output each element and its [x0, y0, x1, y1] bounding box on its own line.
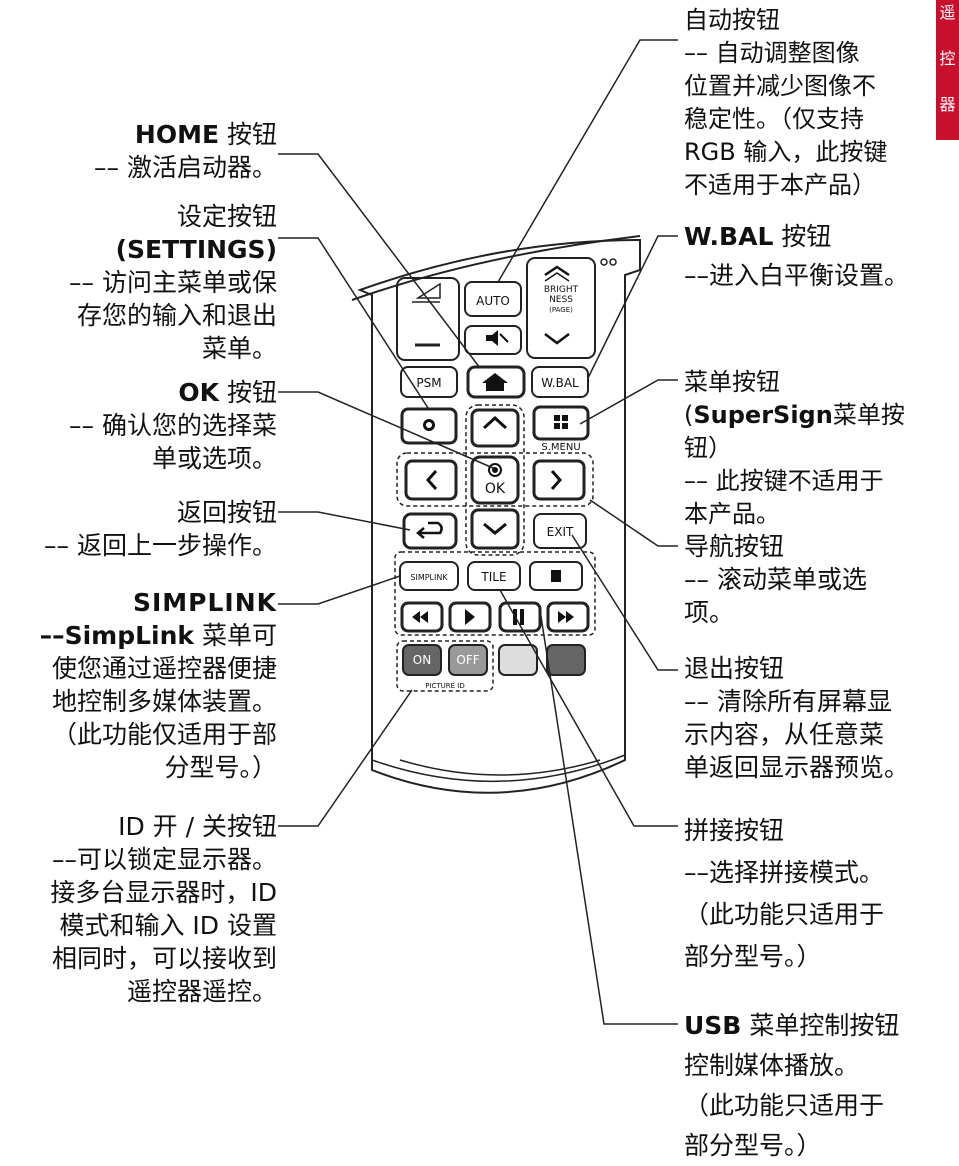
settings-desc: –– 访问主菜单或保: [69, 268, 277, 297]
tile-desc: ––选择拼接模式。: [684, 858, 885, 887]
exit-desc: 示内容，从任意菜: [684, 720, 885, 749]
usb-menu-callout: USB 菜单控制按钮 控制媒体播放。 （此功能只适用于 部分型号。）: [684, 1006, 899, 1166]
ok-desc: –– 确认您的选择菜: [69, 411, 277, 440]
ok-title-suffix: 按钮: [219, 378, 277, 407]
simplink-logo: SIMPLINK: [132, 588, 277, 617]
chapter-tab: 遥 控 器: [936, 0, 959, 140]
nav-desc: –– 滚动菜单或选: [684, 565, 867, 594]
wbal-button[interactable]: W.BAL: [541, 376, 579, 390]
tile-desc: （此功能只适用于: [684, 900, 885, 929]
exit-button-callout: 退出按钮 –– 清除所有屏幕显 示内容，从任意菜 单返回显示器预览。: [684, 652, 909, 784]
usb-desc: （此功能只适用于: [684, 1091, 885, 1120]
settings-desc: 菜单。: [201, 334, 277, 363]
wbal-button-callout: W.BAL 按钮 ––进入白平衡设置。: [684, 220, 909, 292]
auto-title: 自动按钮: [684, 6, 780, 34]
smenu-label: S.MENU: [541, 442, 580, 453]
auto-desc: 不适用于本产品）: [684, 171, 876, 199]
wbal-title: W.BAL: [684, 222, 774, 251]
psm-button[interactable]: PSM: [416, 376, 441, 390]
tile-desc: 部分型号。）: [684, 942, 822, 971]
home-title-suffix: 按钮: [219, 120, 277, 149]
tab-char: 遥: [939, 3, 956, 22]
settings-bold: (SETTINGS): [115, 235, 277, 264]
simplink-desc: 使您通过遥控器便捷: [51, 654, 277, 683]
tab-char: 控: [939, 49, 956, 68]
menu-line2: 钮）: [684, 434, 732, 462]
auto-desc: –– 自动调整图像: [684, 39, 860, 67]
wbal-desc: ––进入白平衡设置。: [684, 261, 910, 290]
menu-paren: (: [684, 401, 694, 429]
menu-desc: –– 此按键不适用于: [684, 467, 884, 495]
settings-desc: 存您的输入和退出: [76, 301, 277, 330]
wbal-title-suffix: 按钮: [773, 222, 832, 251]
nav-title: 导航按钮: [684, 532, 785, 561]
home-button-callout: HOME 按钮 –– 激活启动器。: [94, 118, 277, 184]
picture-id-label: PICTURE ID: [425, 682, 465, 690]
usb-title: USB: [684, 1011, 742, 1040]
ok-title: OK: [178, 378, 220, 407]
menu-button-callout: 菜单按钮 (SuperSign菜单按 钮） –– 此按键不适用于 本产品。: [684, 366, 905, 531]
auto-button[interactable]: AUTO: [476, 294, 510, 308]
home-title: HOME: [134, 120, 220, 149]
simplink-desc: 地控制多媒体装置。: [51, 687, 277, 716]
nav-desc: 项。: [684, 598, 735, 627]
simplink-desc-1: 菜单可: [194, 621, 277, 650]
home-desc: –– 激活启动器。: [94, 153, 277, 182]
ok-button-callout: OK 按钮 –– 确认您的选择菜 单或选项。: [69, 376, 277, 475]
simplink-button[interactable]: SIMPLINK: [410, 573, 448, 582]
back-title: 返回按钮: [176, 498, 277, 527]
usb-desc: 控制媒体播放。: [684, 1051, 860, 1080]
settings-title: 设定按钮: [176, 202, 277, 231]
exit-desc: 单返回显示器预览。: [684, 753, 910, 782]
usb-desc: 部分型号。）: [684, 1131, 822, 1160]
remote-body: [357, 238, 641, 794]
back-button-callout: 返回按钮 –– 返回上一步操作。: [44, 496, 277, 562]
simplink-callout: SIMPLINK ––SimpLink 菜单可 使您通过遥控器便捷 地控制多媒体…: [40, 586, 277, 784]
id-desc: 相同时，可以接收到: [51, 944, 277, 973]
auto-desc: RGB 输入，此按键: [684, 138, 888, 166]
nav-button-callout: 导航按钮 –– 滚动菜单或选 项。: [684, 530, 867, 629]
off-button[interactable]: OFF: [456, 653, 479, 667]
exit-button[interactable]: EXIT: [547, 525, 574, 539]
usb-title-suffix: 菜单控制按钮: [741, 1011, 900, 1040]
tile-button[interactable]: TILE: [480, 570, 506, 584]
auto-desc: 位置并减少图像不: [684, 72, 876, 100]
id-desc: 遥控器遥控。: [126, 977, 277, 1006]
simplink-bold: ––SimpLink: [39, 621, 195, 650]
on-button[interactable]: ON: [413, 653, 431, 667]
menu-line1-post: 菜单按: [832, 401, 905, 429]
menu-bold: SuperSign: [693, 401, 833, 429]
id-desc: ––可以锁定显示器。: [51, 845, 277, 874]
menu-desc: 本产品。: [684, 500, 780, 528]
brightness-label: (PAGE): [549, 306, 573, 314]
menu-title: 菜单按钮: [684, 368, 780, 396]
tile-title: 拼接按钮: [684, 816, 785, 845]
brightness-label: NESS: [549, 295, 573, 305]
brightness-label: BRIGHT: [544, 285, 579, 295]
tab-char: 器: [939, 95, 956, 114]
back-desc: –– 返回上一步操作。: [44, 531, 277, 560]
simplink-desc: （此功能仅适用于部: [51, 720, 277, 749]
auto-button-callout: 自动按钮 –– 自动调整图像 位置并减少图像不 稳定性。（仅支持 RGB 输入，…: [684, 4, 887, 202]
tile-button-callout: 拼接按钮 ––选择拼接模式。 （此功能只适用于 部分型号。）: [684, 810, 884, 978]
ok-desc: 单或选项。: [151, 444, 277, 473]
id-desc: 接多台显示器时，ID: [50, 878, 277, 907]
auto-desc: 稳定性。（仅支持: [684, 105, 864, 133]
settings-button-callout: 设定按钮 (SETTINGS) –– 访问主菜单或保 存您的输入和退出 菜单。: [69, 200, 277, 365]
id-title: ID 开 / 关按钮: [118, 812, 277, 841]
ok-button[interactable]: OK: [485, 481, 506, 497]
exit-desc: –– 清除所有屏幕显: [684, 687, 892, 716]
simplink-desc: 分型号。）: [164, 753, 277, 782]
id-desc: 模式和输入 ID 设置: [59, 911, 277, 940]
id-onoff-callout: ID 开 / 关按钮 ––可以锁定显示器。 接多台显示器时，ID 模式和输入 I…: [50, 810, 277, 1008]
exit-title: 退出按钮: [684, 654, 785, 683]
